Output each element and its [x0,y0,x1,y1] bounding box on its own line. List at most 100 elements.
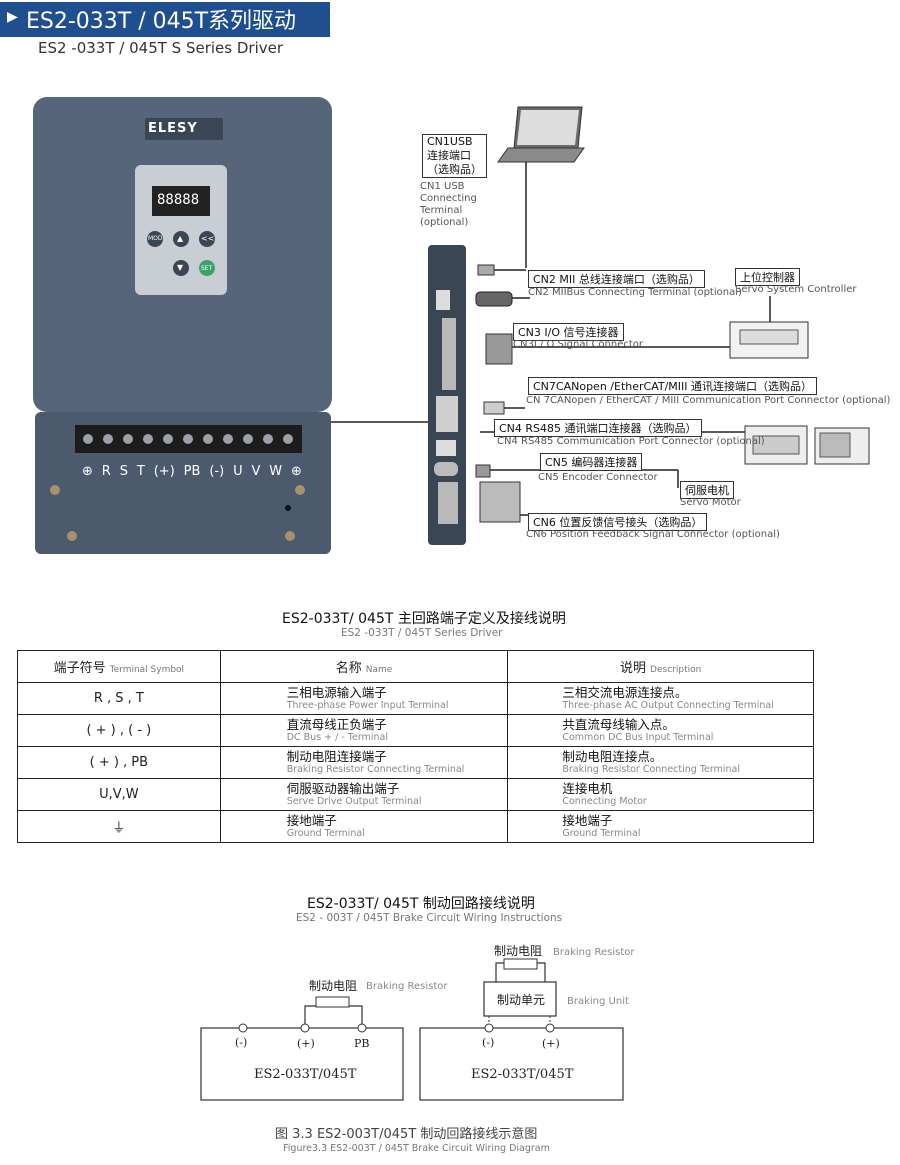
brake-title: ES2-033T/ 045T 制动回路接线说明 [307,896,535,912]
plc-icon [744,425,808,465]
ground-left-icon: ⊕ [82,464,93,479]
right-terminal-minus: (-) [482,1036,495,1049]
laptop-icon [497,106,585,163]
brake-circuit-diagram [200,958,624,1101]
right-resistor-icon [503,958,538,970]
down-key-label: ▼ [177,263,184,272]
cn7-label: CN7CANopen /EtherCAT/MIII 通讯连接端口（选购品） [528,377,818,395]
led-readout: 88888 [157,192,200,208]
cn6-label: CN6 位置反馈信号接头（选购品） [528,513,708,531]
ground-symbol-icon: ⏚ [17,810,221,843]
left-terminal-minus: (-) [235,1036,248,1049]
left-resistor-icon [315,996,350,1008]
servo-controller-icon [729,321,809,359]
motor-label-en: Servo Motor [680,497,741,508]
left-terminal-pb: PB [354,1037,370,1050]
terminal-labels: ⊕ R S T (+) PB (-) U V W ⊕ [82,464,302,479]
terminal-s: S [119,464,128,479]
up-key-label: ▲ [177,234,184,243]
terminal-minus: (-) [209,464,225,479]
brand-logo: ELESY [148,121,198,136]
controller-label-en: Servo System Controller [735,284,857,295]
left-resistor-label: 制动电阻 [309,979,358,993]
led-display [152,186,210,216]
left-terminal-plus: (+) [297,1037,315,1050]
right-resistor-label-en: Braking Resistor [553,947,635,958]
terminal-w: W [269,464,283,479]
left-model-label: ES2-033T/045T [254,1067,357,1082]
cell-symbol: R , S , T [17,682,221,715]
controller-label: 上位控制器 [735,268,800,286]
figure-caption-en: Figure3.3 ES2-003T / 045T Brake Circuit … [283,1143,550,1154]
cell-description: 三相交流电源连接点。Three-phase AC Output Connecti… [507,682,814,715]
mod-key-icon [147,231,163,247]
shift-key-icon [199,231,215,247]
drive-wiring-diagram [33,97,870,554]
terminal-screws [83,434,293,444]
header-arrow-icon: ▶ [7,9,18,25]
cn1-label: CN1USB 连接端口 （选购品） [422,134,487,178]
cn4-label: CN4 RS485 通讯端口连接器（选购品） [494,419,702,437]
mod-key-label: MOD [148,235,163,242]
terminal-r: R [101,464,111,479]
up-key-icon [173,231,189,247]
set-key-icon [199,260,215,276]
down-key-icon [173,260,189,276]
header-bar [0,2,330,37]
right-resistor-label: 制动电阻 [494,944,543,958]
page-subtitle: ES2 -033T / 045T S Series Driver [38,39,284,57]
cell-description: 制动电阻连接点。Braking Resistor Connecting Term… [507,746,814,779]
right-model-label: ES2-033T/045T [471,1067,574,1082]
cn5-label-en: CN5 Encoder Connector [538,472,658,483]
left-resistor-label-en: Braking Resistor [366,981,448,992]
terminal-u: U [233,464,243,479]
cn5-label: CN5 编码器连接器 [540,453,643,471]
cn4-label-en: CN4 RS485 Communication Port Connector (… [497,436,765,447]
ground-right-icon: ⊕ [291,464,302,479]
braking-unit-label-en: Braking Unit [567,996,629,1007]
cn2-label: CN2 MII 总线连接端口（选购品） [528,270,705,288]
terminal-plus: (+) [153,464,175,479]
page-title: ES2-033T / 045T系列驱动 [26,9,297,34]
brake-subtitle: ES2 - 003T / 045T Brake Circuit Wiring I… [296,912,563,924]
right-driver-box [419,1027,624,1101]
cn3-label: CN3 I/O 信号连接器 [513,323,624,341]
cn3-label-en: CN3I / O Signal Connector [513,339,644,350]
braking-unit-label: 制动单元 [497,993,546,1007]
cn6-label-en: CN6 Position Feedback Signal Connector (… [526,529,780,540]
cell-description: 共直流母线输入点。Common DC Bus Input Terminal [507,714,814,747]
terminal-pb: PB [183,464,201,479]
cn1-label-en: CN1 USB Connecting Terminal (optional) [420,181,477,228]
cn7-label-en: CN 7CANopen / EtherCAT / MIII Communicat… [526,395,891,406]
cn2-label-en: CN2 MIIBus Connecting Terminal (optional… [528,287,742,298]
braking-unit-box [483,981,557,1017]
cell-symbol: ( + ) , ( - ) [17,714,221,747]
set-key-label: SET [201,265,213,272]
table-title: ES2-033T/ 045T 主回路端子定义及接线说明 [282,611,566,627]
shift-key-label: << [201,234,215,243]
hmi-icon [814,427,870,465]
motor-label: 伺服电机 [680,481,734,499]
terminal-v: V [251,464,261,479]
cell-symbol: U,V,W [17,778,221,811]
right-terminal-plus: (+) [542,1037,560,1050]
cell-symbol: ( + ) , PB [17,746,221,779]
table-subtitle: ES2 -033T / 045T Series Driver [341,627,503,639]
